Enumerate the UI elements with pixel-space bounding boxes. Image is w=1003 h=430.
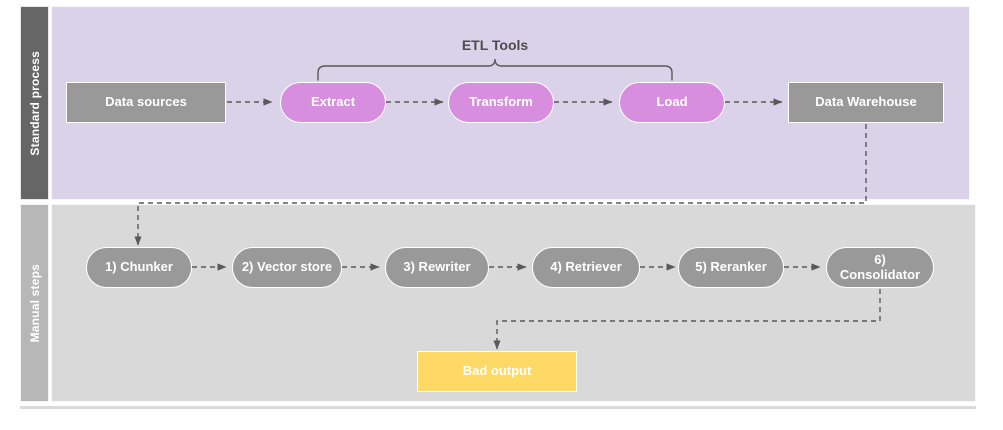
node-label-bad-output: Bad output — [462, 363, 532, 379]
node-label-data-warehouse: Data Warehouse — [815, 94, 917, 110]
node-label-retriever: 4) Retriever — [550, 259, 622, 275]
etl-tools-label: ETL Tools — [461, 37, 529, 53]
node-bad-output[interactable]: Bad output — [417, 351, 577, 392]
lane-label-standard-process: Standard process — [27, 50, 42, 156]
node-vector-store[interactable]: 2) Vector store — [232, 247, 342, 288]
node-label-transform: Transform — [469, 94, 533, 110]
node-rewriter[interactable]: 3) Rewriter — [385, 247, 489, 288]
node-label-chunker: 1) Chunker — [105, 259, 173, 275]
lane-header-standard-process: Standard process — [20, 6, 49, 200]
lane-label-manual-steps: Manual steps — [27, 263, 42, 343]
node-label-data-sources: Data sources — [105, 94, 187, 110]
node-label-vector-store: 2) Vector store — [241, 259, 333, 275]
node-label-consolidator: 6) Consolidator — [839, 251, 921, 282]
lane-header-manual-steps: Manual steps — [20, 204, 49, 402]
node-label-reranker: 5) Reranker — [695, 259, 767, 275]
node-label-extract: Extract — [310, 94, 356, 110]
node-retriever[interactable]: 4) Retriever — [532, 247, 640, 288]
node-load[interactable]: Load — [619, 82, 725, 123]
bottom-separator — [20, 406, 976, 409]
node-data-warehouse[interactable]: Data Warehouse — [788, 82, 944, 123]
node-label-rewriter: 3) Rewriter — [403, 259, 471, 275]
node-transform[interactable]: Transform — [448, 82, 554, 123]
node-consolidator[interactable]: 6) Consolidator — [826, 247, 934, 288]
node-reranker[interactable]: 5) Reranker — [678, 247, 784, 288]
node-data-sources[interactable]: Data sources — [66, 82, 226, 123]
node-extract[interactable]: Extract — [280, 82, 386, 123]
node-chunker[interactable]: 1) Chunker — [86, 247, 192, 288]
node-label-load: Load — [656, 94, 688, 110]
